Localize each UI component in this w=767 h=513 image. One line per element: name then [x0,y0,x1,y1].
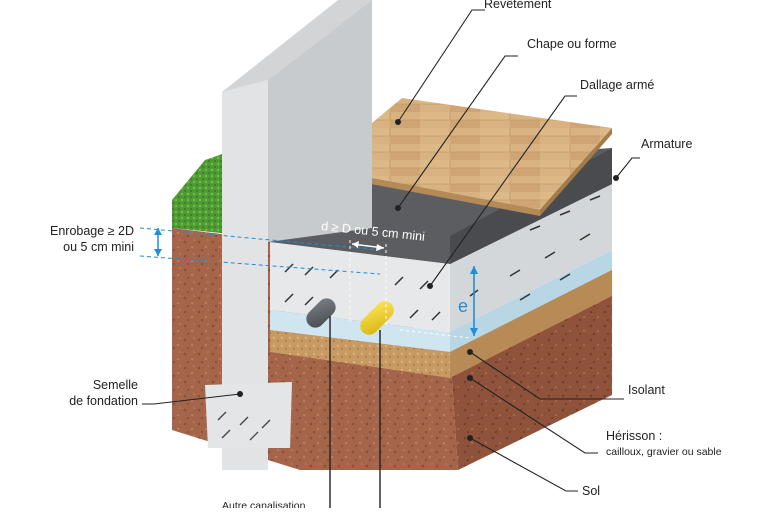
label-enrobage-line2: ou 5 cm mini [63,240,134,254]
leader-chape [397,55,518,209]
footing-marks [217,411,271,441]
leader-dallage [429,95,577,287]
label-revetement: Revêtement [484,0,552,11]
leader-herisson [469,377,598,454]
label-isolant: Isolant [628,383,665,397]
wood-flooring [318,98,612,210]
wall-side [222,0,372,92]
gravel-front [270,330,450,378]
label-chape: Chape ou forme [527,37,617,51]
label-enrobage-line1: Enrobage ≥ 2D [50,224,134,238]
gravel-right [450,270,612,378]
wall-front [222,80,268,470]
leader-isolant [469,351,624,400]
leader-revetement [397,9,485,123]
wood-flooring-right-edge [540,128,612,216]
leader-sol [469,437,578,492]
label-semelle-line2: de fondation [69,394,138,408]
label-dallage: Dallage armé [580,78,655,92]
leader-armature [615,157,640,179]
label-sol: Sol [582,484,601,498]
grey-pipe [306,298,336,328]
insulation-right [450,250,612,352]
yellow-pipe [360,301,394,335]
label-armature: Armature [641,137,693,151]
label-epaisseur: e [458,296,469,316]
label-semelle-line1: Semelle [92,378,138,392]
label-herisson-line1: Hérisson : [606,429,663,443]
footing [205,382,292,448]
label-bottom-cut: Autre canalisation [222,500,306,508]
armature-marks [284,195,601,321]
wall-right [268,0,372,242]
leader-semelle [142,393,241,405]
slab-right [450,184,612,332]
label-herisson-line2: cailloux, gravier ou sable [606,446,722,458]
wood-flooring-edge [318,168,540,216]
